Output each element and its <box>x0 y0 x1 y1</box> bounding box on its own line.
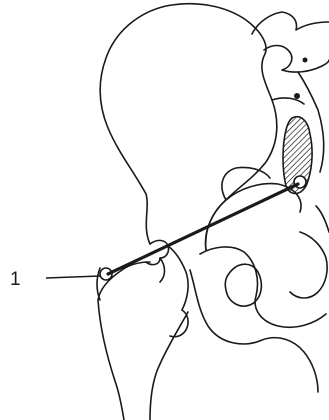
femur-shaft-medial <box>150 312 188 420</box>
pubic-symphysis-outline <box>290 232 327 298</box>
iliac-wing-outline <box>100 4 277 250</box>
femur-shaft-lateral <box>98 300 124 420</box>
anterior-spine-outline <box>146 240 169 264</box>
sacral-foramen-dot <box>294 93 300 99</box>
callout-leader-line <box>46 276 100 278</box>
acetabulum-outline <box>168 246 188 310</box>
reference-line <box>108 184 298 274</box>
lesser-trochanter-outline <box>170 310 188 337</box>
pubic-ramus-outline <box>200 247 326 327</box>
ischium-outline <box>190 270 318 392</box>
vertebra-outline <box>264 46 329 73</box>
sacrum-outline <box>252 12 329 34</box>
pubic-tubercle-outline <box>316 206 329 232</box>
anterior-spine-lower <box>160 258 165 282</box>
sacral-foramen-dot <box>303 58 308 63</box>
callout-number-label: 1 <box>10 269 21 290</box>
